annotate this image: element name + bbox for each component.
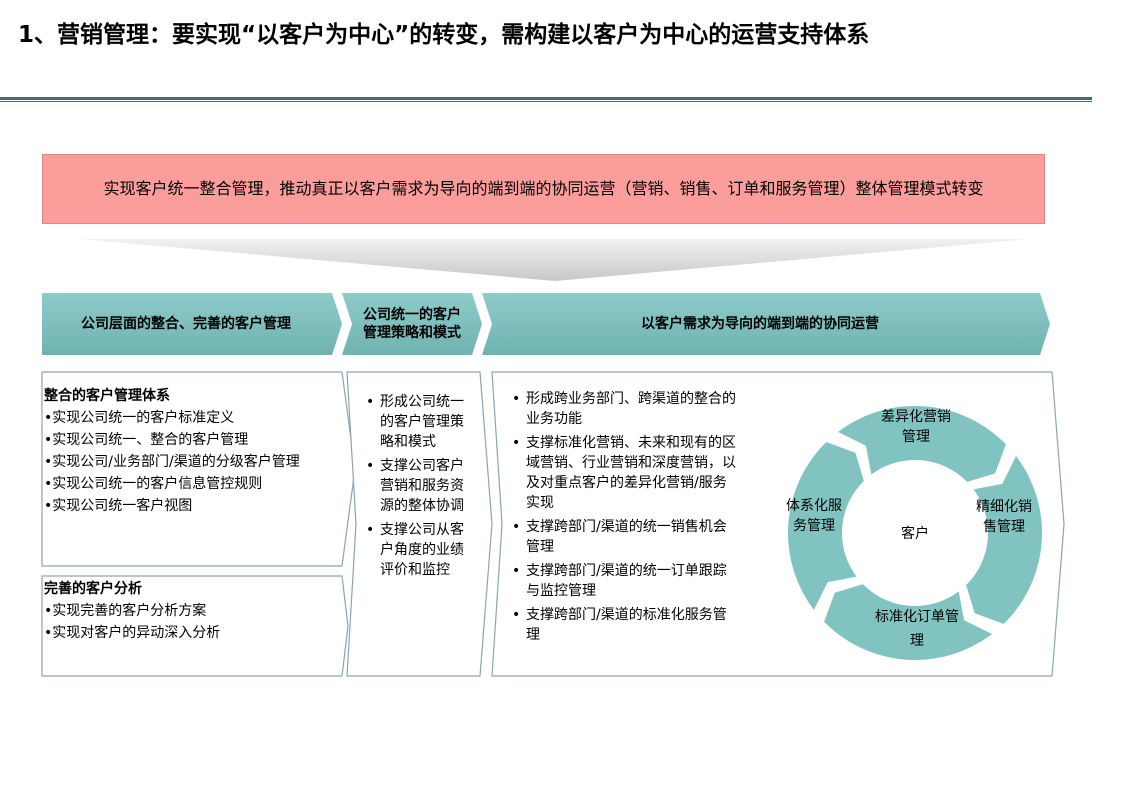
box-analysis-title: 完善的客户分析 (44, 581, 142, 597)
box-integrated-title: 整合的客户管理体系 (44, 388, 170, 404)
funnel-shape (80, 239, 1030, 281)
list-item: •实现公司统一的客户标准定义 (44, 410, 235, 426)
list-item: 支撑公司从客户角度的业绩评价和监控 (366, 520, 472, 580)
box-integrated-outline (41, 371, 356, 567)
cycle-segment-top (834, 403, 1009, 485)
box-customer-analysis: 完善的客户分析 •实现完善的客户分析方案 •实现对客户的异动深入分析 (44, 578, 334, 644)
list-item: •实现公司统一、整合的客户管理 (44, 432, 249, 448)
goal-banner: 实现客户统一整合管理，推动真正以客户需求为导向的端到端的协同运营（营销、销售、订… (42, 154, 1045, 224)
list-item: •实现公司统一客户视图 (44, 498, 193, 514)
header-unified-strategy: 公司统一的客户管理策略和模式 (363, 307, 461, 341)
title-rule-thin (0, 101, 1092, 102)
cycle-label-left: 体系化服务管理 (786, 498, 842, 534)
header-chevron-2 (342, 293, 482, 355)
operations-bullets: 形成跨业务部门、跨渠道的整合的业务功能支撑标准化营销、未来和现有的区域营销、行业… (512, 389, 738, 649)
header-end-to-end: 以客户需求为导向的端到端的协同运营 (641, 316, 879, 332)
box-integrated-list: •实现公司统一的客户标准定义 •实现公司统一、整合的客户管理 •实现公司/业务部门/… (44, 407, 334, 517)
header-company-integration: 公司层面的整合、完善的客户管理 (81, 316, 291, 332)
list-item: •实现对客户的异动深入分析 (44, 625, 221, 641)
list-item: 支撑跨部门/渠道的标准化服务管理 (512, 605, 738, 645)
box-analysis-list: •实现完善的客户分析方案 •实现对客户的异动深入分析 (44, 600, 334, 644)
box-analysis-outline (41, 575, 349, 677)
page-title: 1、营销管理：要实现“以客户为中心”的转变，需构建以客户为中心的运营支持体系 (18, 22, 870, 48)
list-item: 支撑公司客户营销和服务资源的整体协调 (366, 456, 472, 516)
list-item: 支撑跨部门/渠道的统一订单跟踪与监控管理 (512, 561, 738, 601)
strategy-bullets: 形成公司统一的客户管理策略和模式支撑公司客户营销和服务资源的整体协调支撑公司从客… (366, 392, 472, 584)
cycle-center-label: 客户 (901, 526, 929, 542)
cycle-label-right: 精细化销售管理 (976, 499, 1032, 535)
list-item: 形成公司统一的客户管理策略和模式 (366, 392, 472, 452)
list-item: 支撑标准化营销、未来和现有的区域营销、行业营销和深度营销，以及对重点客户的差异化… (512, 433, 738, 513)
list-item: 支撑跨部门/渠道的统一销售机会管理 (512, 517, 738, 557)
cycle-label-bottom: 标准化订单管理 (875, 609, 959, 649)
list-item: 形成跨业务部门、跨渠道的整合的业务功能 (512, 389, 738, 429)
cycle-ring (786, 403, 1045, 662)
header-chevron-1 (42, 293, 342, 355)
cycle-center-circle (847, 465, 983, 601)
cycle-segment-right (963, 452, 1045, 627)
cycle-segment-left (786, 439, 867, 614)
title-rule (0, 97, 1092, 100)
box-integrated-management: 整合的客户管理体系 •实现公司统一的客户标准定义•实现公司统一、整合的客户管理•… (44, 385, 334, 517)
header-chevron-3 (482, 293, 1050, 355)
cycle-segment-bottom (821, 581, 996, 662)
list-item: •实现完善的客户分析方案 (44, 603, 207, 619)
list-item: •实现公司统一的客户信息管控规则 (44, 476, 263, 492)
list-item: •实现公司/业务部门/渠道的分级客户管理 (44, 454, 300, 470)
cycle-label-top: 差异化营销管理 (881, 409, 951, 445)
